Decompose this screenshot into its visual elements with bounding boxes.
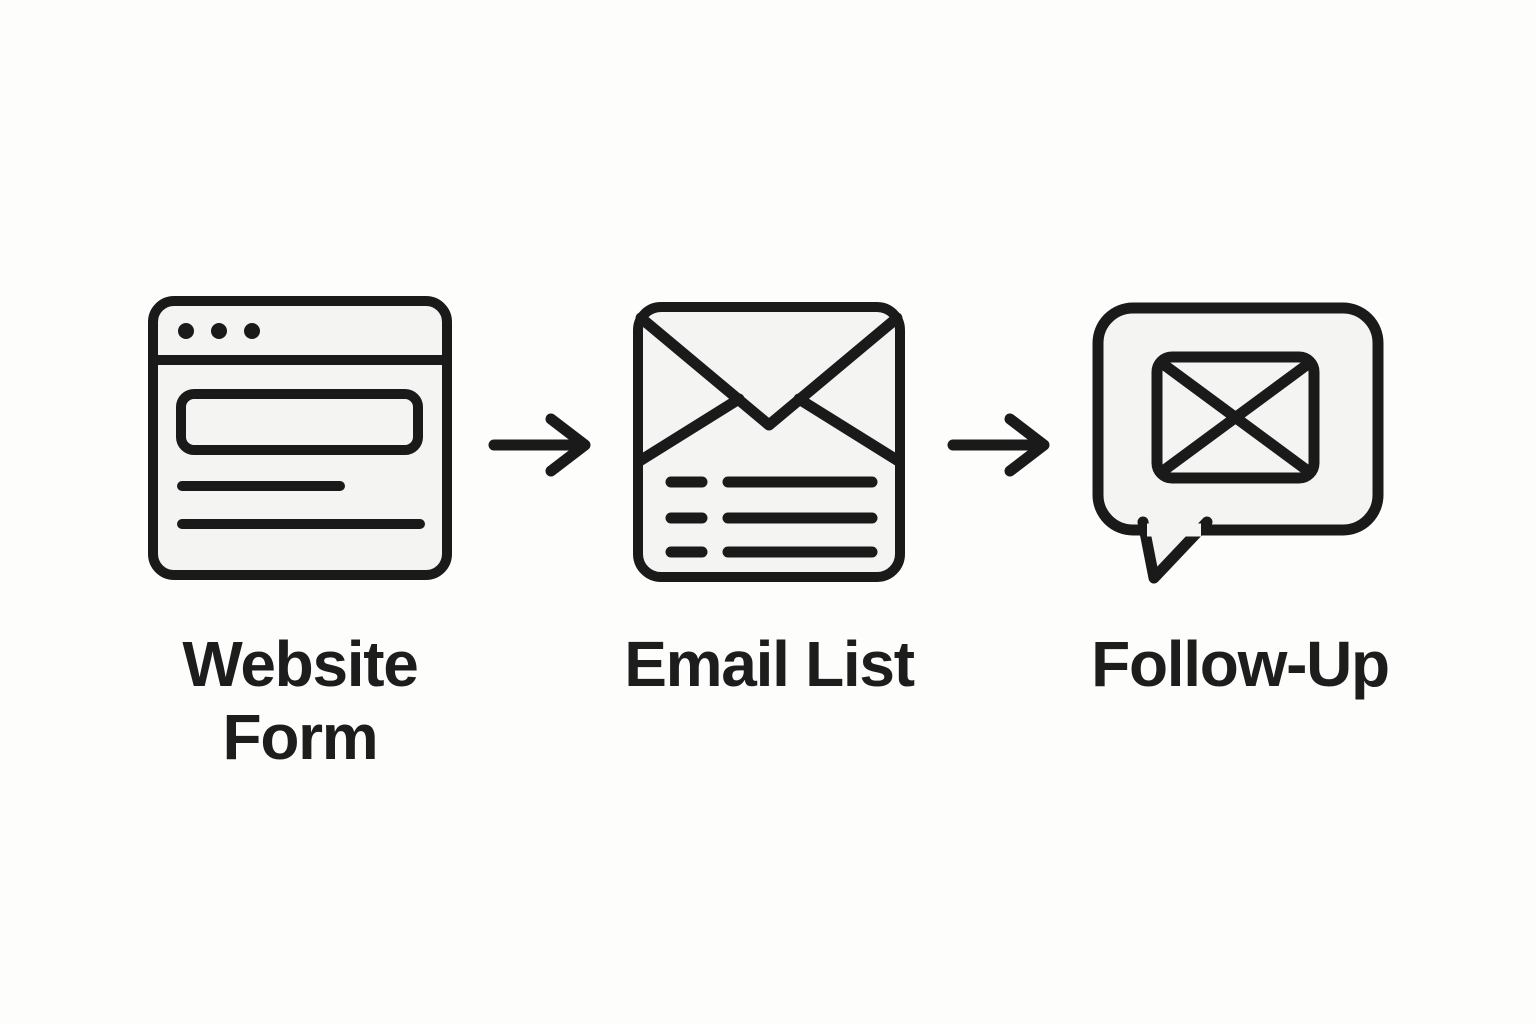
step-label-follow-up: Follow-Up bbox=[1040, 628, 1440, 701]
envelope-flap bbox=[635, 312, 903, 431]
arrow-right-icon bbox=[488, 413, 591, 477]
browser-dot-3 bbox=[244, 323, 260, 339]
envelope-fold-left bbox=[633, 393, 745, 468]
arrow-head bbox=[1004, 413, 1050, 477]
step-label-text: Website Form bbox=[182, 628, 419, 773]
speech-bubble-envelope-icon bbox=[1092, 302, 1384, 584]
browser-window-frame bbox=[148, 296, 452, 580]
step-label-text: Email List bbox=[624, 628, 915, 700]
browser-dot-2 bbox=[211, 323, 227, 339]
browser-form-icon bbox=[148, 296, 452, 580]
arrow-head bbox=[545, 413, 591, 477]
browser-dot-1 bbox=[178, 323, 194, 339]
step-label-website-form: Website Form bbox=[140, 628, 460, 774]
envelope-fold-right bbox=[793, 393, 905, 468]
inner-envelope-diagonal-2 bbox=[1157, 358, 1314, 477]
envelope-list-icon bbox=[633, 302, 905, 582]
step-label-email-list: Email List bbox=[569, 628, 969, 701]
arrow-right-icon bbox=[947, 413, 1050, 477]
form-input-field-shape bbox=[176, 389, 423, 455]
step-label-text: Follow-Up bbox=[1091, 628, 1390, 700]
inner-envelope-frame bbox=[1151, 351, 1320, 484]
